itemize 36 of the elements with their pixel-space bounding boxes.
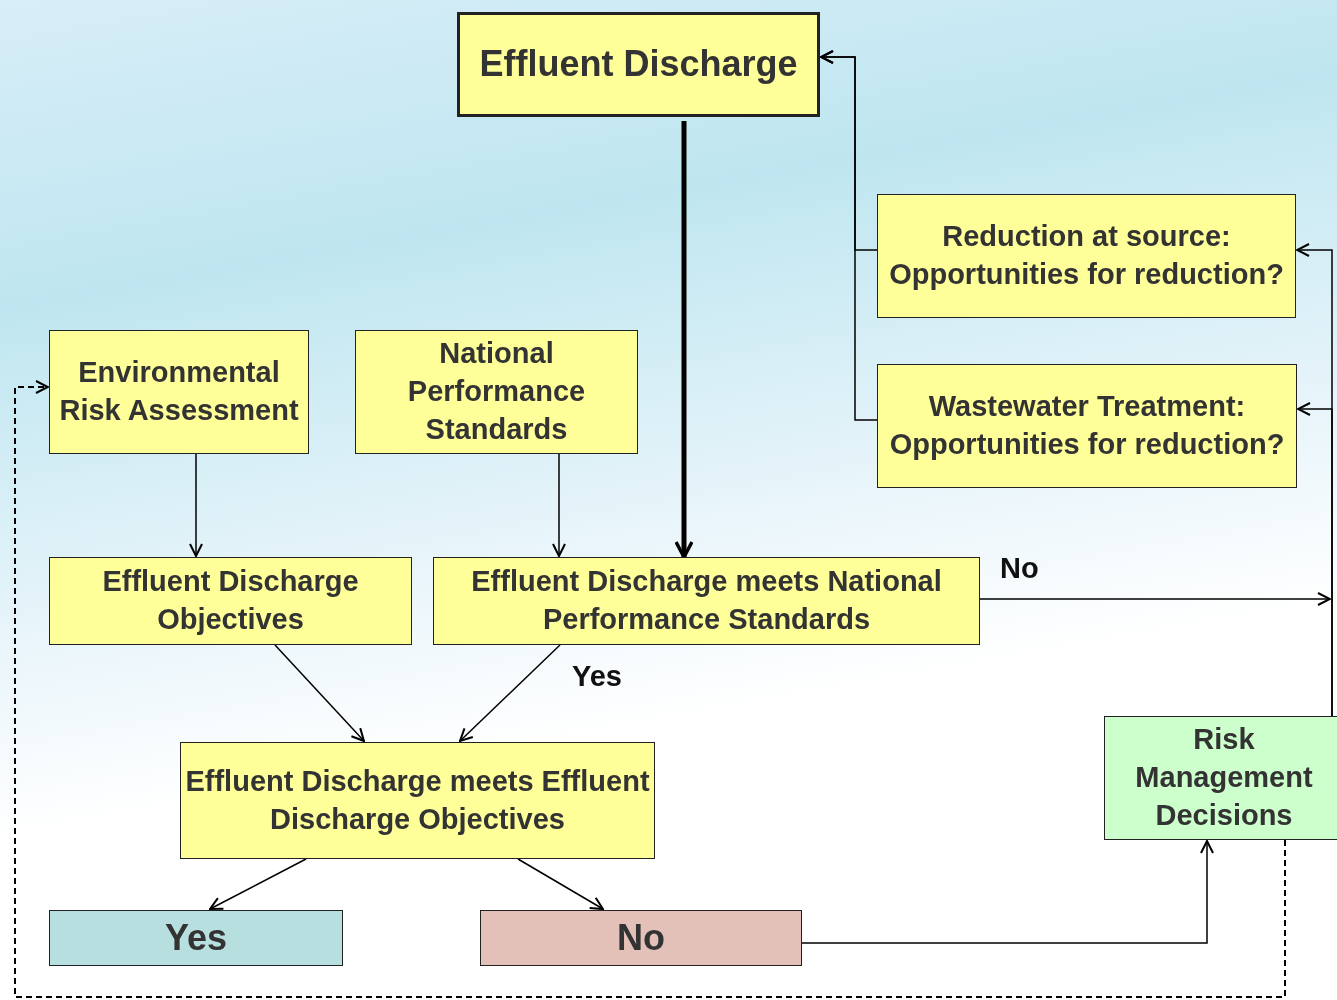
edge-label: Yes [572,660,622,693]
outcome-box [480,910,802,966]
process-box [49,330,309,454]
arrow [459,644,561,742]
decision-box [180,742,655,859]
arrow [209,858,307,910]
arrow [674,121,694,559]
node-text: Risk Management Decisions [1134,722,1314,833]
arrow [517,858,604,910]
arrow [820,50,878,421]
node-text: Yes [164,915,228,960]
arrow [274,644,365,742]
node-text: Effluent Discharge meets National Performance Standards [470,564,943,637]
node-text: Wastewater Treatment: Opportunities for reduction? [888,389,1286,462]
arrow [801,840,1214,944]
process-box [457,12,820,117]
process-box [49,557,412,645]
process-box [355,330,638,454]
arrow [189,453,203,557]
node-text: Reduction at source: Opportunities for reduction? [888,219,1285,292]
node-text: Effluent Discharge [479,42,798,87]
node-text: Effluent Discharge meets Effluent Discharge Objectives [184,763,651,837]
arrow [552,453,566,557]
decision-box [433,557,980,645]
process-box [877,364,1297,488]
arrow [979,592,1331,606]
process-box [877,194,1296,318]
edge-label: No [1000,552,1039,585]
node-text: No [617,915,665,960]
node-text: Effluent Discharge Objectives [101,564,360,637]
process-box [1104,716,1337,840]
node-text: Environmental Risk Assessment [58,355,300,428]
node-text: National Performance Standards [406,336,587,447]
arrow [14,380,1286,998]
outcome-box [49,910,343,966]
arrow [1297,402,1333,717]
